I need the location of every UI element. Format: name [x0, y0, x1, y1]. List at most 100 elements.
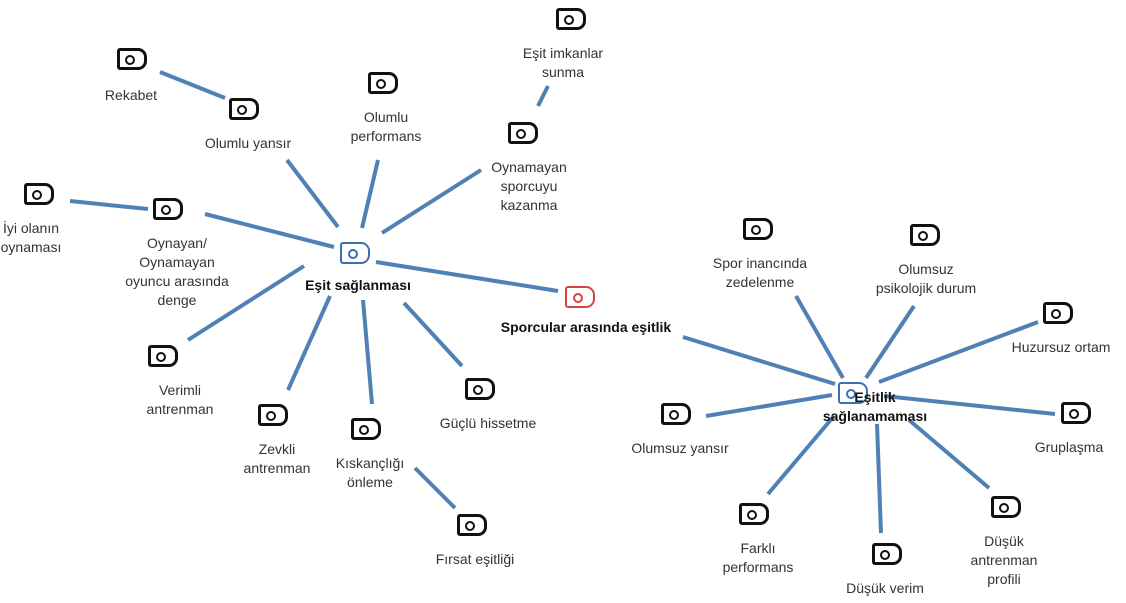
edge-huzursuz-esitlik_yok — [878, 320, 1039, 384]
node-label-line: Eşitlik — [854, 389, 896, 405]
edge-olumlu_performans-esit — [360, 159, 380, 229]
node-label-spor-inanc: Spor inancında zedelenme — [713, 254, 807, 292]
node-label-line: Olumsuz yansır — [631, 440, 729, 456]
node-label-line: Eşit imkanlar — [522, 45, 604, 61]
node-label-line: sağlanamaması — [822, 408, 928, 424]
code-tag-icon[interactable] — [1043, 302, 1073, 324]
node-label-line: Olumlu yansır — [204, 135, 292, 151]
code-tag-icon[interactable] — [1061, 402, 1091, 424]
node-label-line: antrenman — [243, 460, 311, 476]
node-label-line: denge — [157, 292, 197, 308]
node-label-line: Farklı — [740, 540, 776, 556]
edge-esit-zevkli — [286, 295, 332, 391]
node-label-sporcular: Sporcular arasında eşitlik — [501, 318, 671, 337]
code-tag-icon[interactable] — [229, 98, 259, 120]
node-label-line: profili — [987, 571, 1021, 587]
node-label-line: önleme — [347, 474, 393, 490]
node-label-line: İyi olanın — [2, 220, 60, 236]
node-label-gruplasma: Gruplaşma — [1035, 438, 1103, 457]
node-label-line: Huzursuz ortam — [1011, 339, 1111, 355]
node-label-line: Rekabet — [104, 87, 158, 103]
edge-esit-kiskanclik — [361, 299, 374, 405]
node-label-line: Güçlü hissetme — [439, 415, 537, 431]
node-label-line: Olumsuz — [898, 261, 954, 277]
node-label-farkli: Farklı performans — [723, 539, 794, 577]
code-tag-icon[interactable] — [340, 242, 370, 264]
node-label-dusuk-verim: Düşük verim — [846, 579, 924, 598]
code-tag-icon[interactable] — [153, 198, 183, 220]
code-tag-icon[interactable] — [556, 8, 586, 30]
code-tag-icon[interactable] — [508, 122, 538, 144]
node-label-line: Oynamayan — [139, 254, 215, 270]
node-label-oynayan: Oynayan/Oynamayan oyuncu arasında denge — [125, 234, 229, 310]
edge-esit-verimli — [186, 264, 306, 342]
node-label-line: Oynamayan — [491, 159, 567, 175]
node-label-line: Düşük — [984, 533, 1024, 549]
node-label-olumlu-performans: Olumlu performans — [351, 108, 422, 146]
node-label-line: oyuncu arasında — [125, 273, 229, 289]
node-label-guclu: Güçlü hissetme — [440, 414, 536, 433]
node-label-line: Verimli — [158, 382, 201, 398]
code-tag-icon[interactable] — [991, 496, 1021, 518]
node-label-iyi-olanin: İyi olanın oynaması — [1, 219, 62, 257]
code-tag-icon[interactable] — [24, 183, 54, 205]
node-label-rekabet: Rekabet — [105, 86, 157, 105]
node-label-line: kazanma — [500, 197, 558, 213]
node-label-line: zedelenme — [725, 274, 795, 290]
edge-dusuk_antrenman-esitlik_yok — [907, 418, 991, 490]
code-tag-icon[interactable] — [457, 514, 487, 536]
code-tag-icon[interactable] — [351, 418, 381, 440]
edge-gruplasma-esitlik_yok — [883, 394, 1056, 416]
edge-olumlu_yansir-esit — [285, 158, 340, 229]
node-label-line: Oynayan/ — [147, 235, 207, 251]
node-label-line: antrenman — [146, 401, 214, 417]
node-label-huzursuz: Huzursuz ortam — [1012, 338, 1111, 357]
node-label-line: psikolojik durum — [875, 280, 977, 296]
edge-iyi_olanin-oynayan — [69, 199, 149, 211]
code-tag-icon[interactable] — [565, 286, 595, 308]
node-label-line: Düşük verim — [846, 580, 924, 596]
code-tag-icon[interactable] — [661, 403, 691, 425]
edge-esit-sporcular — [375, 260, 559, 293]
edge-esit_imkanlar-oynamayan_sporcuyu — [536, 85, 550, 107]
code-tag-icon[interactable] — [117, 48, 147, 70]
edge-olumsuz_psiko-esitlik_yok — [864, 304, 916, 380]
node-label-olumsuz-psiko: Olumsuz psikolojik durum — [876, 260, 976, 298]
edge-esit-guclu — [402, 301, 464, 368]
node-label-line: Olumlu — [363, 109, 409, 125]
node-label-esitlik-yok: Eşitlik sağlanamaması — [823, 388, 927, 426]
node-label-line: Gruplaşma — [1034, 439, 1104, 455]
code-tag-icon[interactable] — [148, 345, 178, 367]
node-label-line: performans — [350, 128, 422, 144]
node-label-line: performans — [722, 559, 794, 575]
edge-rekabet-olumlu_yansir — [159, 70, 226, 100]
node-label-line: Fırsat eşitliği — [435, 551, 515, 567]
code-tag-icon[interactable] — [838, 382, 868, 404]
code-tag-icon[interactable] — [910, 224, 940, 246]
code-tag-icon[interactable] — [872, 543, 902, 565]
node-label-line: Spor inancında — [712, 255, 808, 271]
node-label-line: oynaması — [0, 239, 62, 255]
edge-olumsuz_yansir-esitlik_yok — [705, 393, 833, 418]
edge-spor_inanc-esitlik_yok — [794, 295, 845, 379]
edge-kiskanclik-firsat — [413, 466, 457, 510]
node-label-esit-imkanlar: Eşit imkanlar sunma — [523, 44, 603, 82]
node-label-line: antrenman — [970, 552, 1038, 568]
node-label-firsat: Fırsat eşitliği — [436, 550, 515, 569]
node-label-line: sunma — [541, 64, 585, 80]
node-label-olumsuz-yansir: Olumsuz yansır — [631, 439, 728, 458]
edge-sporcular-esitlik_yok — [682, 335, 836, 386]
node-label-line: Sporcular arasında eşitlik — [500, 319, 672, 335]
node-label-verimli: Verimli antrenman — [147, 381, 214, 419]
edge-oynamayan_sporcuyu-esit — [380, 168, 483, 235]
node-label-line: sporcuyu — [500, 178, 558, 194]
code-tag-icon[interactable] — [465, 378, 495, 400]
code-tag-icon[interactable] — [258, 404, 288, 426]
edge-dusuk_verim-esitlik_yok — [875, 423, 883, 534]
code-tag-icon[interactable] — [743, 218, 773, 240]
code-tag-icon[interactable] — [739, 503, 769, 525]
node-label-oynamayan-sporcuyu: Oynamayan sporcuyu kazanma — [491, 158, 566, 215]
code-tag-icon[interactable] — [368, 72, 398, 94]
node-label-dusuk-antrenman: Düşük antrenman profili — [971, 532, 1038, 589]
